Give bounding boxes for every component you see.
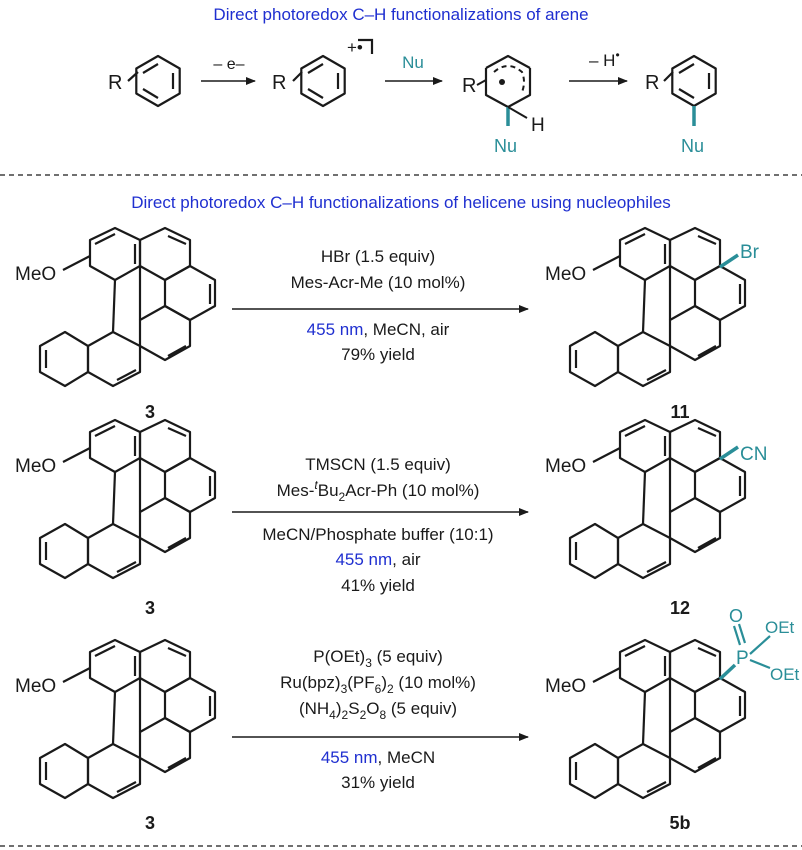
radical-cation: R +•	[272, 38, 374, 108]
svg-text:79% yield: 79% yield	[341, 345, 415, 364]
svg-text:HBr (1.5 equiv): HBr (1.5 equiv)	[321, 247, 435, 266]
r-label: R	[108, 72, 122, 94]
product-12: MeO CN 12	[545, 418, 767, 618]
svg-text:R: R	[462, 75, 476, 97]
reaction-2: MeO 3 TMSCN (1.5 equiv) Mes-tBu2Acr-Ph (…	[15, 418, 767, 618]
compound-label-11: 11	[670, 402, 689, 422]
step-h-loss-label: – H•	[589, 48, 620, 70]
section2-heading: Direct photoredox C–H functionalizations…	[131, 193, 671, 212]
step-nu-label: Nu	[402, 53, 424, 72]
svg-text:Ru(bpz)3(PF6)2 (10 mol%): Ru(bpz)3(PF6)2 (10 mol%)	[280, 673, 476, 696]
helicene-3-r2: MeO 3	[15, 418, 217, 618]
product-5b: MeO O P OEt OEt 5b	[545, 606, 800, 833]
helicene-3-r3: MeO 3	[15, 638, 217, 833]
svg-text:R: R	[272, 72, 286, 94]
svg-text:41% yield: 41% yield	[341, 576, 415, 595]
compound-label-5b: 5b	[669, 813, 690, 833]
compound-label-12: 12	[670, 598, 690, 618]
product-11: MeO Br 11	[545, 226, 760, 422]
svg-text:Mes-Acr-Me (10 mol%): Mes-Acr-Me (10 mol%)	[291, 273, 466, 292]
svg-text:MeO: MeO	[15, 676, 56, 697]
reaction-1: MeO 3 HBr (1.5 equiv) Mes-Acr-Me (10 mol…	[15, 226, 760, 422]
svg-text:MeO: MeO	[545, 264, 586, 285]
svg-text:455 nm, MeCN: 455 nm, MeCN	[321, 748, 435, 767]
svg-text:O: O	[729, 606, 743, 626]
reaction-3: MeO 3 P(OEt)3 (5 equiv) Ru(bpz)3(PF6)2 (…	[15, 606, 800, 833]
svg-text:MeO: MeO	[15, 264, 56, 285]
svg-text:(NH4)2S2O8 (5 equiv): (NH4)2S2O8 (5 equiv)	[299, 699, 457, 722]
svg-text:Mes-tBu2Acr-Ph (10 mol%): Mes-tBu2Acr-Ph (10 mol%)	[277, 478, 480, 504]
svg-text:455 nm, MeCN, air: 455 nm, MeCN, air	[307, 320, 450, 339]
radical-cation-sign: +•	[347, 38, 363, 57]
svg-text:MeO: MeO	[545, 456, 586, 477]
sigma-complex: R H Nu	[462, 54, 545, 156]
svg-text:455 nm, air: 455 nm, air	[335, 550, 420, 569]
step-oxidation-label: – e–	[213, 56, 244, 73]
svg-text:MeO: MeO	[545, 676, 586, 697]
helicene-3-r1: MeO 3	[15, 226, 217, 422]
arene-substrate: R	[108, 54, 181, 108]
svg-text:R: R	[645, 72, 659, 94]
svg-text:OEt: OEt	[770, 665, 800, 684]
nu-label-sigma: Nu	[494, 136, 517, 156]
arene-product: R Nu	[645, 54, 717, 156]
svg-text:3: 3	[145, 598, 155, 618]
svg-text:31% yield: 31% yield	[341, 773, 415, 792]
svg-text:Br: Br	[740, 242, 760, 263]
svg-text:TMSCN (1.5 equiv): TMSCN (1.5 equiv)	[305, 455, 450, 474]
svg-text:OEt: OEt	[765, 618, 795, 637]
nu-label-product: Nu	[681, 136, 704, 156]
section1-heading: Direct photoredox C–H functionalizations…	[213, 5, 588, 24]
compound-label-3: 3	[145, 402, 155, 422]
svg-text:3: 3	[145, 813, 155, 833]
svg-text:P(OEt)3 (5 equiv): P(OEt)3 (5 equiv)	[313, 647, 443, 670]
svg-text:MeO: MeO	[15, 456, 56, 477]
svg-text:MeCN/Phosphate buffer (10:1): MeCN/Phosphate buffer (10:1)	[262, 525, 493, 544]
svg-text:P: P	[736, 648, 749, 669]
h-label: H	[531, 115, 545, 136]
svg-text:CN: CN	[740, 444, 767, 465]
